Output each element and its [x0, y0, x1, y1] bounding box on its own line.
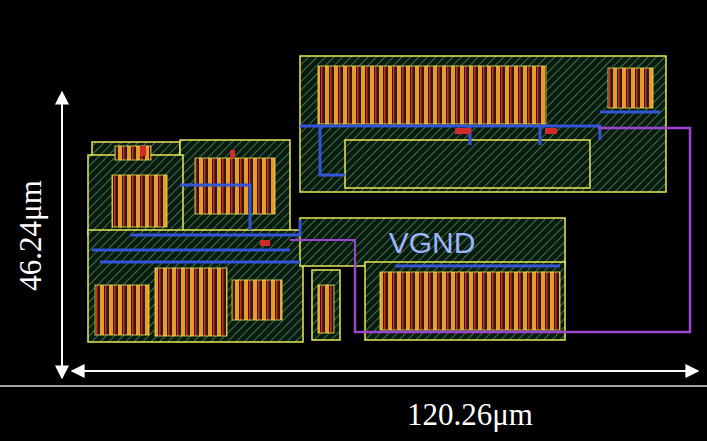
width-dimension: 120.26μm	[407, 399, 533, 430]
height-dimension: 46.24μm	[15, 180, 46, 290]
net-name: VGND	[389, 228, 476, 258]
